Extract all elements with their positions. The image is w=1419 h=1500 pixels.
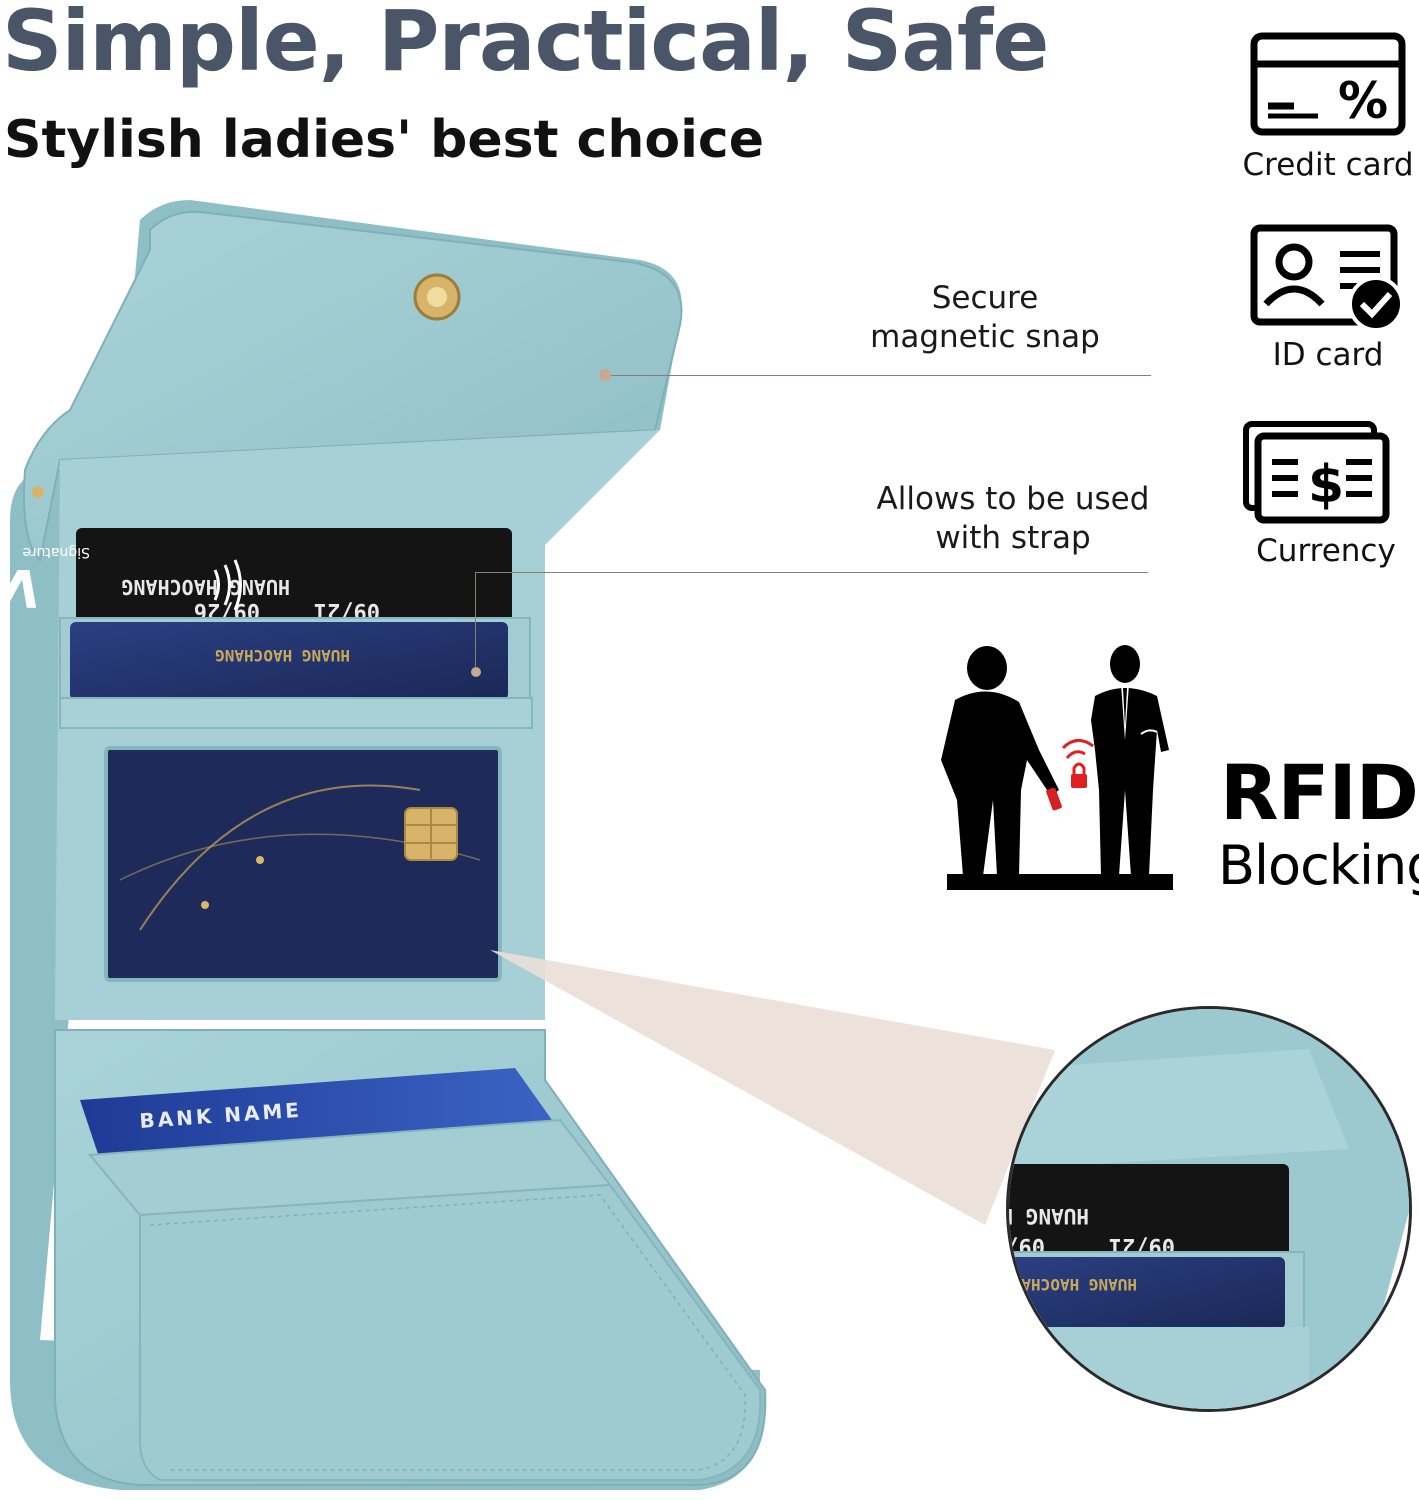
strap-rivet <box>32 486 44 498</box>
card-chip-lines <box>405 808 457 860</box>
visa-holder-name: HUANG HAOCHANG <box>121 575 290 599</box>
visa-card <box>76 528 512 640</box>
callout-dot-strap <box>471 667 481 677</box>
contactless-icon <box>213 559 242 611</box>
zoom-holder-name: HUANG HAOCHANG <box>1009 1204 1089 1228</box>
rfid-lock-icon <box>1061 739 1094 788</box>
card-slot-2 <box>59 697 533 729</box>
blue-card-holder: HUANG HAOCHANG <box>215 646 350 665</box>
callout-snap-leader <box>606 375 1151 376</box>
callout-snap: Secure magnetic snap <box>830 279 1140 357</box>
rfid-title: RFID <box>1220 748 1419 837</box>
callout-strap-leader <box>476 572 1148 573</box>
pocket-stitching <box>149 1194 746 1471</box>
feature-credit-card-label: Credit card <box>1242 147 1414 183</box>
rfid-thief-silhouette <box>941 645 1173 890</box>
id-window <box>104 746 502 982</box>
bank-card <box>80 1068 552 1160</box>
card-decoration <box>139 784 421 931</box>
currency-icon: $ <box>1243 421 1390 524</box>
callout-snap-dot <box>599 369 611 381</box>
svg-text:%: % <box>1338 72 1388 130</box>
callout-snap-line2: magnetic snap <box>870 319 1100 355</box>
zoom-cone <box>490 950 1055 1225</box>
wallet-illustration: VISA Signature HUANG HAOCHANG 09/21 09/2… <box>0 200 767 1490</box>
front-pocket <box>139 1183 762 1481</box>
callout-snap-line1: Secure <box>931 280 1039 316</box>
page-title: Simple, Practical, Safe <box>2 0 1049 90</box>
page-subtitle: Stylish ladies' best choice <box>4 110 765 170</box>
zoom-detail-circle: HUANG HAOCHANG 09/21 09/26 HUANG HAOCHAN… <box>1006 1006 1412 1412</box>
callout-strap-leader-vertical <box>475 572 476 668</box>
zoom-detail-illustration: HUANG HAOCHANG 09/21 09/26 HUANG HAOCHAN… <box>1009 1009 1409 1409</box>
card-star <box>256 856 264 864</box>
visa-brand: VISA <box>0 557 40 617</box>
visa-signature: Signature <box>22 544 90 560</box>
rfid-subtitle: Blocking <box>1218 834 1419 897</box>
credit-card-icon: % <box>1250 32 1406 136</box>
zoom-blue-card-holder: HUANG HAOCHANG <box>1009 1275 1137 1294</box>
svg-text:$: $ <box>1308 455 1344 515</box>
callout-strap: Allows to be used with strap <box>858 480 1168 558</box>
callout-strap-line2: with strap <box>935 520 1091 556</box>
callout-strap-line1: Allows to be used <box>876 481 1150 517</box>
feature-currency-label: Currency <box>1256 533 1396 569</box>
id-card-icon <box>1250 224 1404 332</box>
zoom-blue-card <box>1009 1257 1285 1329</box>
zoom-lower-wallet <box>1009 1327 1309 1409</box>
zoom-flap <box>1009 1049 1349 1169</box>
snap-button-center <box>427 287 447 307</box>
zoom-visa-card <box>1009 1164 1289 1269</box>
feature-id-card-label: ID card <box>1272 337 1384 373</box>
card-star-2 <box>201 901 209 909</box>
blue-card <box>70 622 508 700</box>
zoom-cone-shape <box>490 950 1055 1225</box>
